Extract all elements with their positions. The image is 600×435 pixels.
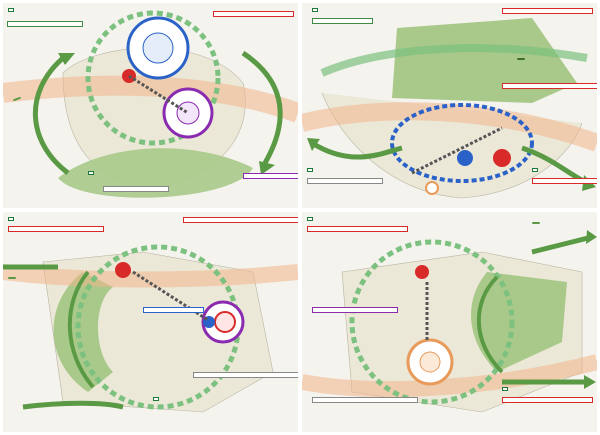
- tag-label: [8, 8, 14, 12]
- right-arrow-curve: [241, 50, 283, 165]
- green-land-left: [53, 272, 113, 392]
- note-box: [183, 217, 298, 223]
- orange-corridor-band: [3, 264, 298, 288]
- panel-2-map: [302, 18, 597, 199]
- tag-label: [153, 397, 159, 401]
- arrow-label: [517, 58, 525, 60]
- dashed-link: [128, 74, 189, 115]
- bottom-right-arrow-head: [584, 375, 596, 389]
- bottom-arrow-line: [22, 400, 124, 410]
- left-arrow-head: [307, 138, 320, 151]
- tag-label: [307, 168, 313, 172]
- note-box: [307, 226, 408, 232]
- green-arc: [67, 270, 95, 389]
- panel-4: [302, 212, 597, 432]
- note-box: [312, 307, 398, 313]
- horizontal-divider: [0, 209, 600, 211]
- panel-3-map: [3, 244, 298, 413]
- note-box: [532, 178, 597, 184]
- top-right-arrow-line: [531, 234, 593, 255]
- orange-corridor-band: [302, 102, 597, 152]
- tag-label: [532, 168, 538, 172]
- red-node: [493, 149, 511, 167]
- purple-inner-circle: [176, 101, 200, 125]
- note-box: [307, 178, 383, 184]
- note-box: [502, 83, 597, 89]
- green-belt: [320, 44, 588, 77]
- note-box: [312, 18, 373, 24]
- outer-green-ring: [85, 10, 221, 146]
- left-arrow-curve: [32, 56, 70, 175]
- red-node: [115, 262, 131, 278]
- orange-node: [425, 181, 439, 195]
- panel-4-map: [302, 230, 597, 413]
- red-inner-circle: [214, 311, 236, 333]
- top-right-arrow-head: [586, 230, 597, 244]
- note-box: [143, 307, 204, 313]
- tag-label: [312, 8, 318, 12]
- note-box: [8, 226, 104, 232]
- note-box: [7, 21, 83, 27]
- tag-label: [88, 171, 94, 175]
- blue-dashed-ellipse: [390, 103, 534, 183]
- green-arc: [476, 275, 504, 374]
- orange-inner-circle: [419, 351, 441, 373]
- note-box: [312, 397, 418, 403]
- tag-label: [307, 217, 313, 221]
- red-node: [415, 265, 429, 279]
- right-arrow-head: [259, 161, 275, 175]
- panel-2: [302, 3, 597, 208]
- outer-green-ring: [349, 239, 515, 405]
- panel-1: [3, 3, 298, 208]
- green-land-right: [470, 272, 567, 372]
- left-arrow-curve: [310, 140, 403, 160]
- dashed-link: [411, 126, 503, 175]
- tag-label: [502, 387, 508, 391]
- blue-inner-circle: [142, 32, 174, 64]
- note-box: [213, 11, 294, 17]
- note-box: [502, 8, 593, 14]
- arrow-label: [8, 277, 16, 279]
- note-box: [103, 186, 169, 192]
- panel-1-map: [3, 10, 298, 198]
- blue-node: [457, 150, 473, 166]
- left-arrow-head: [58, 53, 75, 65]
- green-land-top: [392, 18, 577, 103]
- green-land-band: [58, 148, 253, 198]
- vertical-divider: [299, 0, 301, 435]
- note-box: [243, 173, 298, 179]
- note-box: [193, 372, 298, 378]
- note-box: [502, 397, 593, 403]
- tag-label: [8, 217, 14, 221]
- arrow-label: [532, 222, 540, 224]
- orange-corridor-band: [302, 354, 597, 398]
- orange-corridor-band: [3, 75, 298, 123]
- panel-3: [3, 212, 298, 432]
